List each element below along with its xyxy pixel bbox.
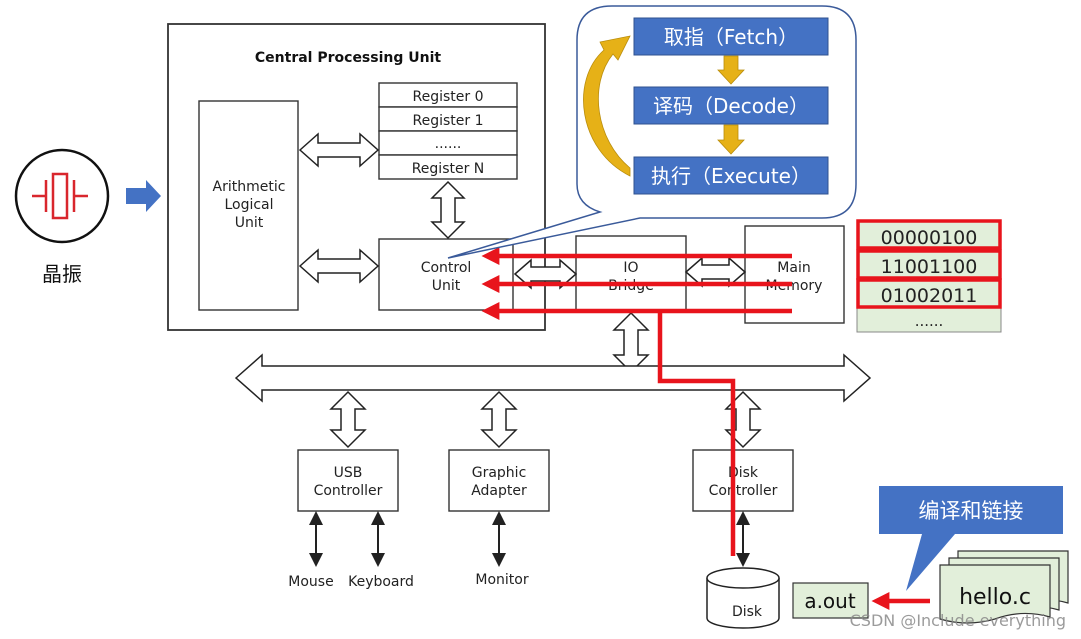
register-label: ...... bbox=[435, 136, 462, 152]
memory-cells: 00000100 11001100 01002011 ...... bbox=[856, 219, 1002, 333]
oscillator-circle bbox=[14, 148, 110, 244]
memory-highlight bbox=[856, 278, 1002, 309]
control-unit-line-1: Control bbox=[421, 260, 472, 276]
data-flow-path bbox=[481, 247, 792, 556]
red-path-to-disk bbox=[657, 311, 736, 556]
bridge-bus-arrow bbox=[612, 311, 650, 374]
graphic-adapter-line-1: Graphic bbox=[472, 465, 527, 481]
register-label: Register 0 bbox=[413, 89, 484, 105]
bus-usb-arrow bbox=[329, 390, 367, 449]
register-control-arrow bbox=[430, 180, 466, 240]
graphic-adapter-box bbox=[448, 449, 550, 512]
alu-control-arrow bbox=[298, 248, 380, 284]
main-memory-line-1: Main bbox=[777, 260, 810, 276]
memory-highlight bbox=[856, 219, 1002, 250]
mouse-label: Mouse bbox=[288, 574, 333, 590]
register-row bbox=[378, 154, 518, 180]
alu-box bbox=[198, 100, 299, 311]
alu-line-2: Logical bbox=[224, 197, 273, 213]
usb-controller-line-1: USB bbox=[334, 465, 363, 481]
alu-line-1: Arithmetic bbox=[213, 179, 286, 195]
fetch-label: 取指（Fetch） bbox=[664, 25, 798, 49]
register-file: Register 0 Register 1 ...... Register N bbox=[378, 82, 518, 180]
memory-cell: 00000100 bbox=[881, 227, 978, 249]
memory-cell: 11001100 bbox=[881, 256, 978, 278]
output-file-label: a.out bbox=[804, 589, 856, 613]
register-label: Register 1 bbox=[413, 113, 484, 129]
decode-box bbox=[633, 86, 829, 125]
output-file-box bbox=[792, 582, 869, 619]
loop-back-arrow bbox=[583, 35, 631, 177]
decode-label: 译码（Decode） bbox=[653, 94, 809, 118]
disk-controller-box bbox=[692, 449, 794, 512]
disk-label: Disk bbox=[732, 604, 763, 620]
io-bridge-line-1: IO bbox=[623, 260, 638, 276]
alu-line-3: Unit bbox=[235, 215, 264, 231]
decode-to-execute-arrow bbox=[717, 124, 745, 155]
crystal-icon bbox=[32, 172, 88, 220]
control-unit-line-2: Unit bbox=[432, 278, 461, 294]
usb-controller-line-2: Controller bbox=[314, 483, 383, 499]
cpu-title: Central Processing Unit bbox=[255, 50, 441, 66]
hello-file bbox=[939, 564, 1051, 624]
memory-cell: 01002011 bbox=[881, 285, 978, 307]
fetch-to-decode-arrow bbox=[717, 55, 745, 85]
bus-graphic-arrow bbox=[480, 390, 518, 449]
register-row bbox=[378, 130, 518, 156]
graphic-adapter-line-2: Adapter bbox=[471, 483, 527, 499]
memory-cell: ...... bbox=[915, 312, 944, 330]
disk-icon bbox=[706, 567, 780, 629]
oscillator-label: 晶振 bbox=[42, 262, 82, 286]
callout-bubble bbox=[447, 5, 857, 259]
usb-controller-box bbox=[297, 449, 399, 512]
compile-label: 编译和链接 bbox=[919, 499, 1024, 523]
clock-arrow bbox=[126, 180, 161, 212]
monitor-label: Monitor bbox=[475, 572, 528, 588]
register-label: Register N bbox=[412, 161, 485, 177]
oscillator: 晶振 bbox=[14, 148, 110, 286]
keyboard-label: Keyboard bbox=[348, 574, 414, 590]
system-bus bbox=[234, 353, 872, 403]
compile-link-callout: 编译和链接 bbox=[879, 486, 1063, 591]
source-file-label: hello.c bbox=[959, 585, 1031, 610]
execute-box bbox=[633, 156, 829, 195]
bus-connectors bbox=[234, 132, 872, 449]
execute-label: 执行（Execute） bbox=[651, 164, 811, 188]
main-memory-box bbox=[744, 225, 845, 324]
instruction-cycle-callout: 取指（Fetch） 译码（Decode） 执行（Execute） bbox=[447, 5, 857, 259]
compile-bubble bbox=[879, 486, 1063, 591]
source-file-stack: hello.c bbox=[939, 550, 1069, 624]
bridge-memory-arrow bbox=[684, 256, 747, 288]
watermark: CSDN @Include everything bbox=[850, 611, 1066, 630]
disk-controller-line-2: Controller bbox=[709, 483, 778, 499]
memory-highlight bbox=[856, 249, 1002, 280]
memory-cells-panel bbox=[856, 219, 1002, 333]
alu-register-arrow bbox=[298, 132, 380, 168]
disk-controller-line-1: Disk bbox=[728, 465, 759, 481]
register-row bbox=[378, 106, 518, 132]
fetch-box bbox=[633, 17, 829, 56]
